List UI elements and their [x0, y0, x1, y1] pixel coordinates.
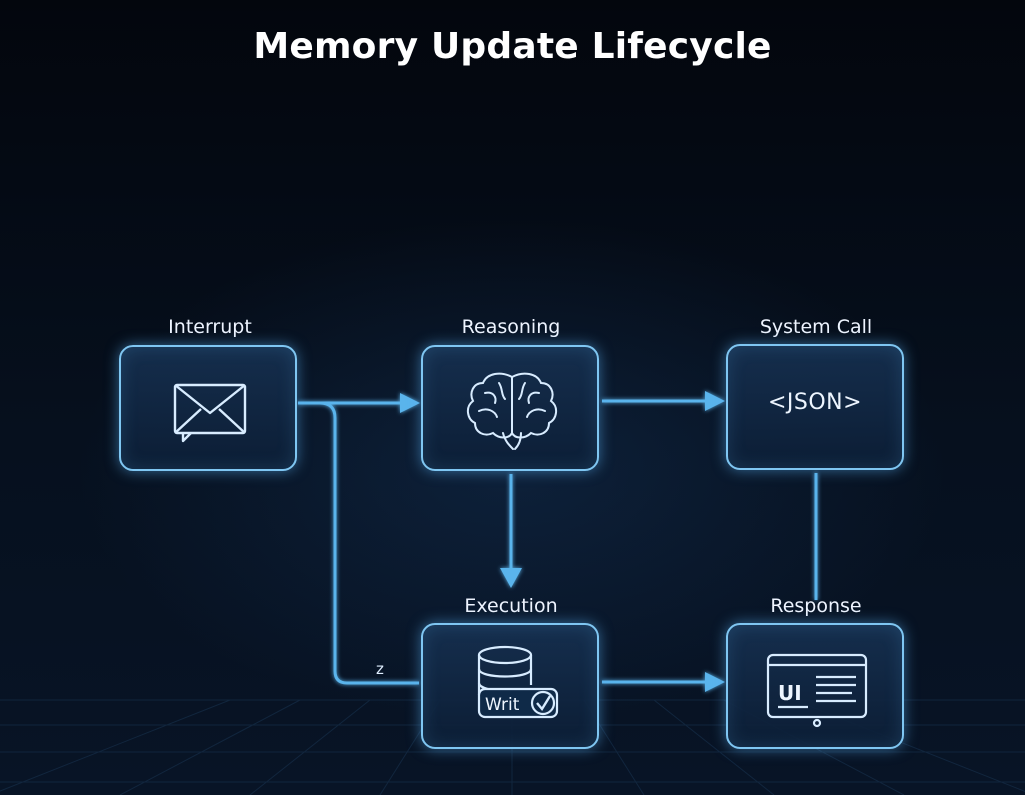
ui-screen-icon: UI — [766, 653, 868, 728]
arrowhead-execution — [500, 568, 522, 588]
node-label-execution: Execution — [464, 595, 558, 617]
line-interrupt-to-execution — [319, 401, 419, 685]
database-write-icon: Writ — [477, 645, 559, 719]
arrowhead-response — [705, 672, 725, 692]
node-reasoning — [421, 345, 599, 471]
arrowhead-reasoning — [400, 393, 420, 413]
node-system-call: <JSON> — [726, 344, 904, 470]
node-label-reasoning: Reasoning — [461, 316, 561, 338]
node-interrupt — [119, 345, 297, 471]
line-marker: z — [376, 660, 384, 678]
node-label-system-call: System Call — [759, 316, 873, 338]
brain-icon — [467, 372, 557, 450]
node-label-interrupt: Interrupt — [168, 316, 252, 338]
json-code-icon: <JSON> — [767, 390, 863, 415]
envelope-icon — [173, 383, 247, 443]
arrowhead-system-call — [705, 391, 725, 411]
node-label-response: Response — [770, 595, 862, 617]
diagram-title: Memory Update Lifecycle — [253, 26, 772, 67]
ui-text: UI — [778, 681, 802, 705]
write-text: Writ — [485, 695, 520, 715]
node-execution: Writ — [421, 623, 599, 749]
node-response: UI — [726, 623, 904, 749]
